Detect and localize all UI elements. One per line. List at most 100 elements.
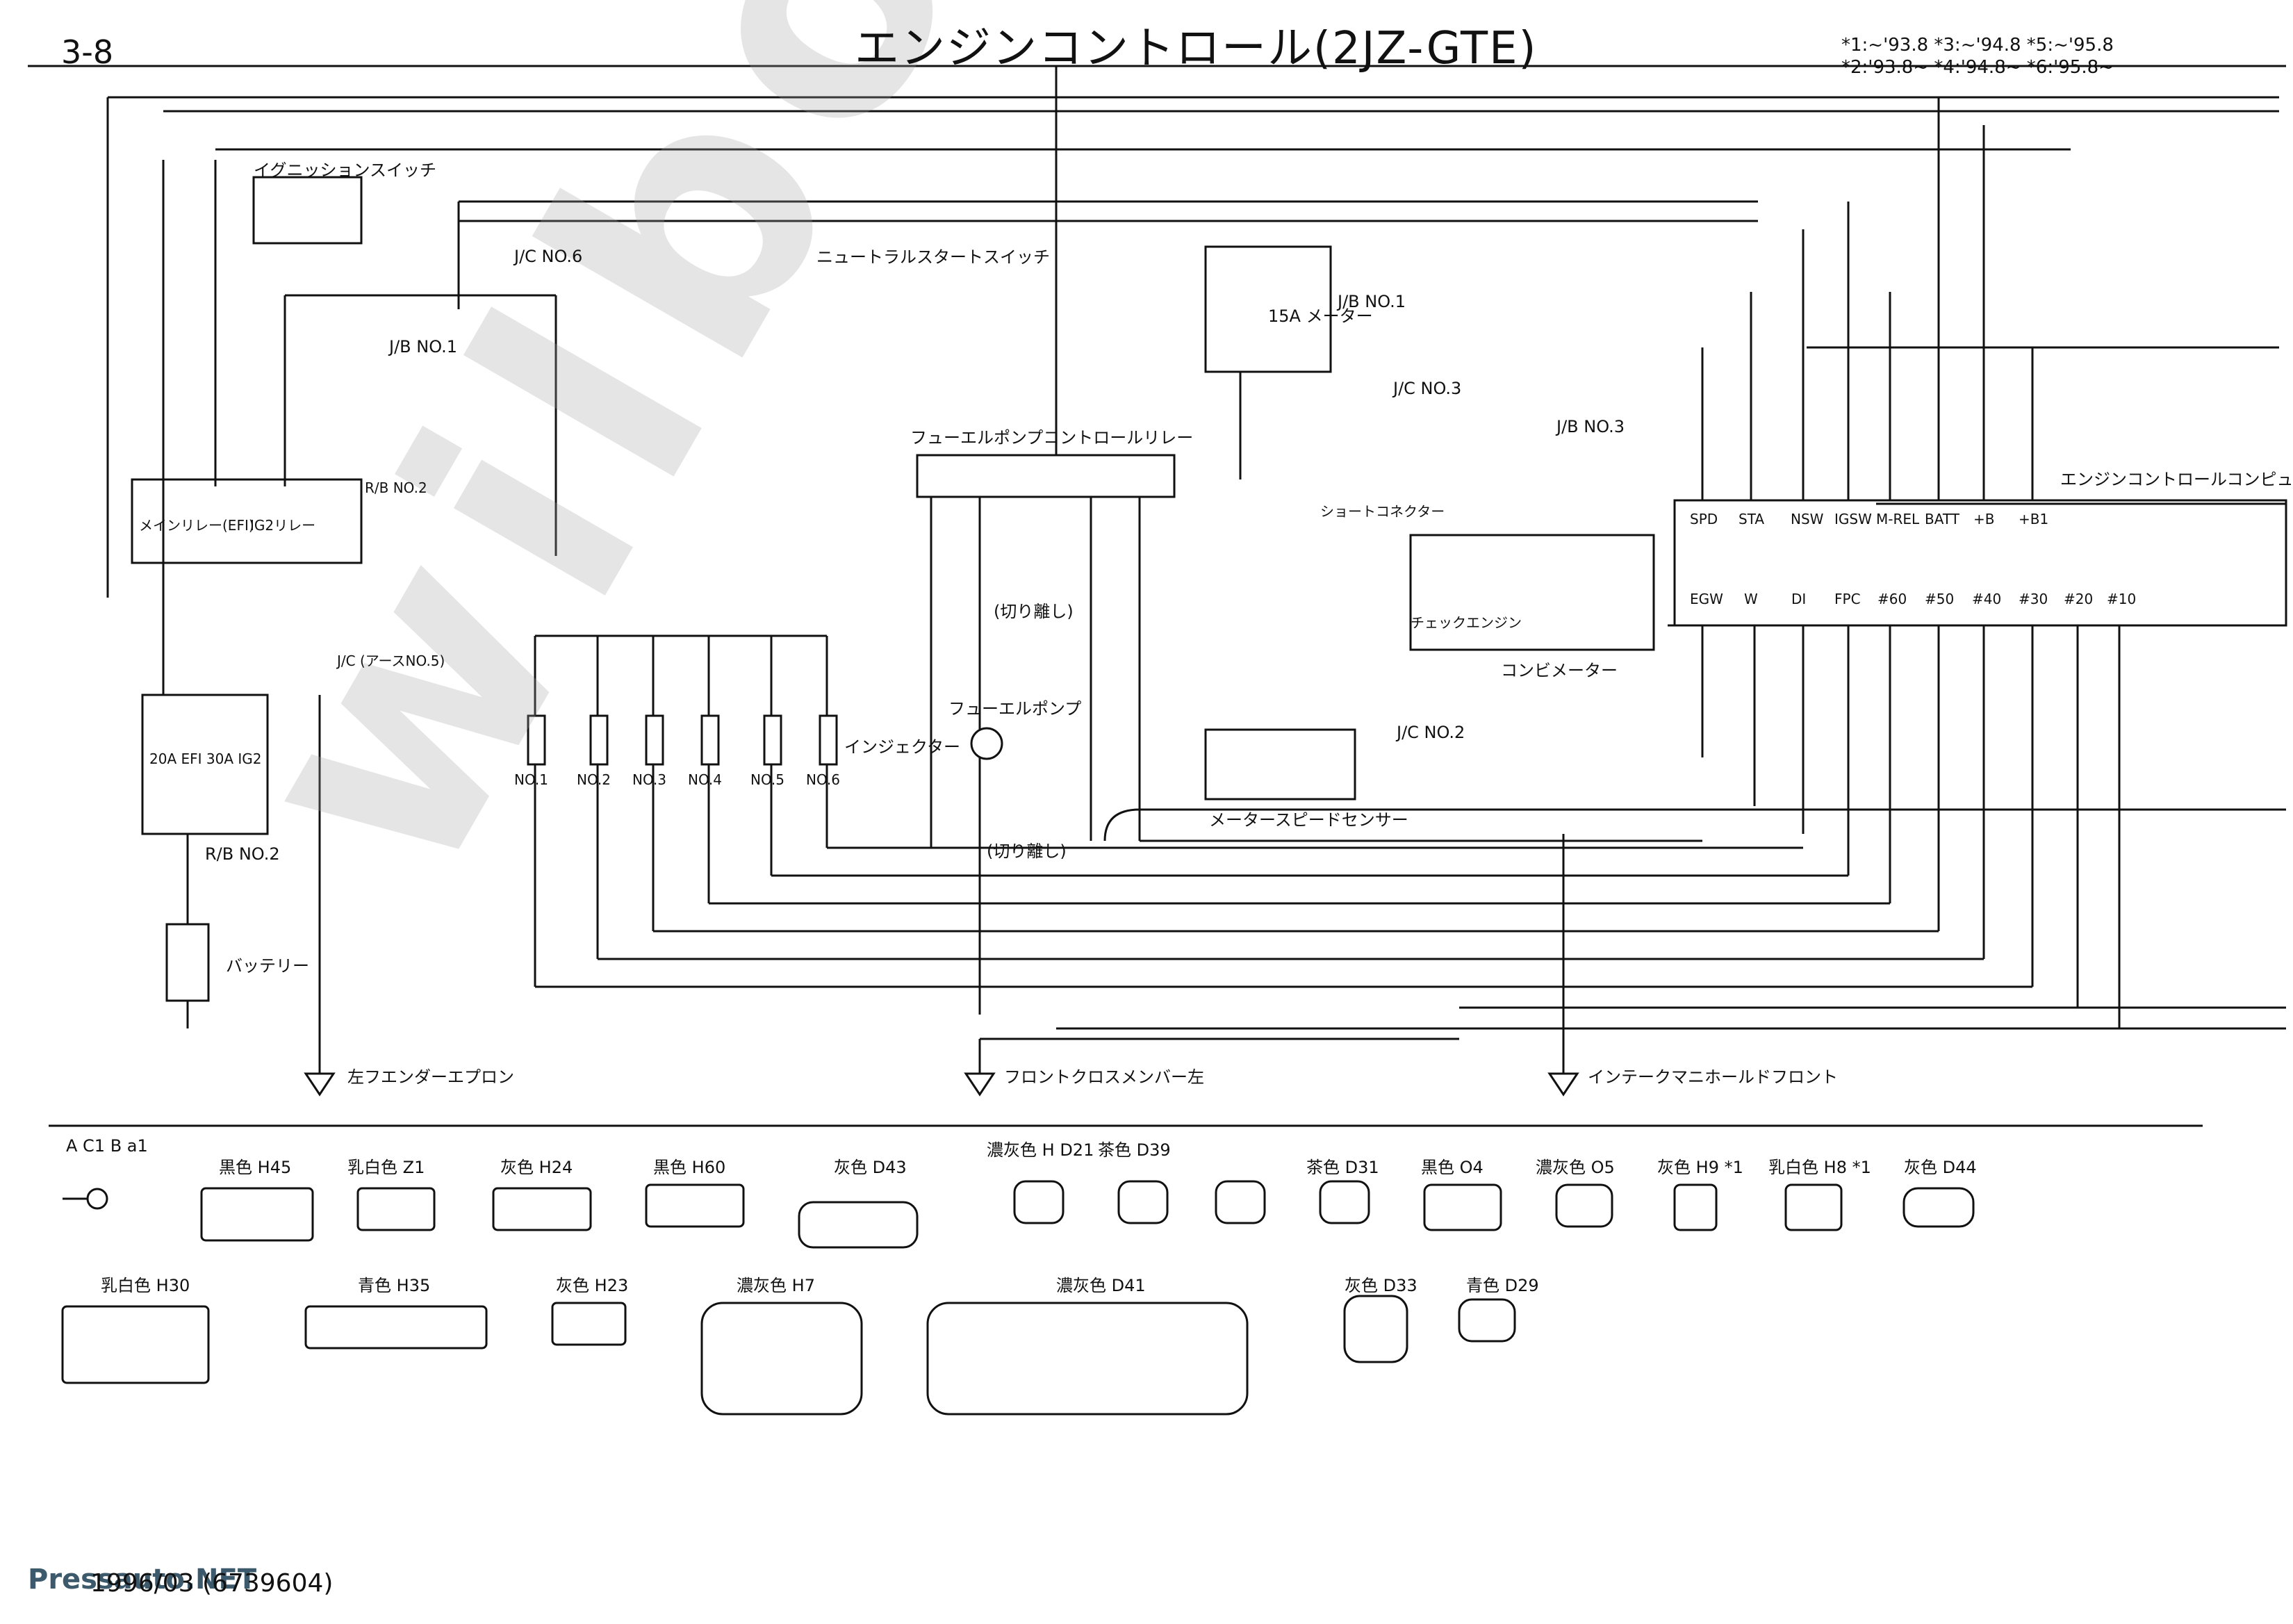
conn-h45: 黒色 H45 (219, 1154, 291, 1178)
fuses-label: 20A EFI 30A IG2 (149, 751, 262, 767)
conn-d44: 灰色 D44 (1904, 1154, 1977, 1178)
conn-color: 黒色 (1421, 1158, 1454, 1177)
ecu-pin-spd: SPD (1690, 511, 1718, 527)
combination-meter-label: コンビメーター (1501, 661, 1618, 680)
ground-legend: A C1 B a1 (66, 1136, 148, 1156)
ecu-pin-20: #20 (2064, 591, 2094, 607)
jc-ground-label: J/C (アースNO.5) (337, 653, 445, 669)
injector-no4: NO.4 (688, 771, 722, 788)
conn-color: 青色 (1466, 1276, 1499, 1295)
ignition-switch-label: イグニッションスイッチ (254, 161, 437, 180)
conn-h30: 乳白色 H30 (101, 1272, 190, 1296)
cut-label-2: (切り離し) (987, 842, 1067, 861)
ground-aa-label: 左フエンダーエプロン (347, 1067, 514, 1087)
conn-h60: 黒色 H60 (653, 1154, 725, 1178)
fuel-pump-relay-label: フューエルポンプコントロールリレー (910, 428, 1194, 448)
conn-d31: 茶色 D31 (1306, 1154, 1379, 1178)
conn-id: H24 (539, 1158, 573, 1177)
conn-d29: 青色 D29 (1466, 1272, 1539, 1296)
conn-d21: 濃灰色 H D21 (987, 1136, 1094, 1160)
conn-o4: 黒色 O4 (1421, 1154, 1484, 1178)
conn-color: 濃灰色 (737, 1276, 787, 1295)
conn-color: 灰色 (556, 1276, 589, 1295)
injector-no5: NO.5 (750, 771, 784, 788)
conn-d41: 濃灰色 D41 (1056, 1272, 1146, 1296)
ecu-pin-60: #60 (1877, 591, 1907, 607)
conn-color: 茶色 (1098, 1140, 1131, 1160)
conn-color: 黒色 (653, 1158, 687, 1177)
footer-code: 1996/03 (6739604) (90, 1569, 334, 1598)
conn-id: H8 *1 (1823, 1158, 1871, 1177)
ecu-pin-40: #40 (1972, 591, 2002, 607)
conn-color: 灰色 (834, 1158, 867, 1177)
conn-id: D44 (1942, 1158, 1977, 1177)
speed-sensor-label: メータースピードセンサー (1209, 810, 1408, 830)
conn-id: Z1 (402, 1158, 425, 1177)
ecu-pin-30: #30 (2019, 591, 2048, 607)
conn-d43: 灰色 D43 (834, 1154, 907, 1178)
ecu-label: エンジンコントロールコンピューター (2060, 470, 2293, 489)
jb-no3-label: J/B NO.3 (1556, 417, 1625, 436)
conn-color: 乳白色 (101, 1276, 151, 1295)
footer-source: Pressauto.NET (28, 1564, 257, 1596)
conn-z1: 乳白色 Z1 (347, 1154, 425, 1178)
injector-label: インジェクター (844, 737, 961, 757)
conn-d33: 灰色 D33 (1345, 1272, 1417, 1296)
jc-no3-label: J/C NO.3 (1393, 379, 1462, 398)
conn-color: 濃灰色 (1056, 1276, 1106, 1295)
conn-id: H23 (594, 1276, 629, 1295)
conn-id: D41 (1111, 1276, 1146, 1295)
jc-no2-label: J/C NO.2 (1397, 723, 1465, 742)
jb-no1-meter-label: J/B NO.1 (1338, 292, 1406, 311)
battery-label: バッテリー (226, 956, 309, 976)
ecu-pin-b: +B (1973, 511, 1995, 527)
ecu-pin-igsw: IGSW (1834, 511, 1872, 527)
conn-color: 茶色 (1306, 1158, 1340, 1177)
conn-d39: 茶色 D39 (1098, 1136, 1171, 1160)
conn-color: 灰色 (1904, 1158, 1937, 1177)
ecu-pin-50: #50 (1925, 591, 1955, 607)
conn-id: D31 (1345, 1158, 1379, 1177)
conn-id: H35 (396, 1276, 431, 1295)
jc-no6-label: J/C NO.6 (514, 247, 583, 266)
ecu-pin-10: #10 (2107, 591, 2137, 607)
conn-id: H9 *1 (1695, 1158, 1743, 1177)
conn-id: H30 (156, 1276, 190, 1295)
short-connector-label: ショートコネクター (1320, 503, 1445, 520)
fuel-pump-label: フューエルポンプ (948, 699, 1082, 719)
ground-dm-label: インテークマニホールドフロント (1588, 1067, 1838, 1087)
page-title: エンジンコントロール(2JZ-GTE) (855, 23, 1538, 74)
ecu-pin-batt: BATT (1925, 511, 1959, 527)
conn-id: H D21 (1042, 1140, 1094, 1160)
conn-id: D33 (1383, 1276, 1417, 1295)
ecu-pin-mrel: M-REL (1876, 511, 1920, 527)
notes-line-1: *1:~'93.8 *3:~'94.8 *5:~'95.8 (1841, 35, 2114, 56)
conn-h24: 灰色 H24 (500, 1154, 573, 1178)
ground-ok-label: フロントクロスメンバー左 (1004, 1067, 1204, 1087)
injector-no2: NO.2 (577, 771, 611, 788)
conn-color: 乳白色 (347, 1158, 397, 1177)
page-number: 3-8 (61, 33, 114, 71)
conn-h8: 乳白色 H8 *1 (1768, 1154, 1871, 1178)
conn-h9: 灰色 H9 *1 (1657, 1154, 1743, 1178)
ecu-pin-egw: EGW (1690, 591, 1723, 607)
conn-color: 灰色 (500, 1158, 534, 1177)
injector-no6: NO.6 (806, 771, 840, 788)
ecu-pin-fpc: FPC (1834, 591, 1861, 607)
conn-color: 乳白色 (1768, 1158, 1818, 1177)
rb-no2-bottom-label: R/B NO.2 (205, 844, 280, 864)
ecu-pin-w: W (1744, 591, 1758, 607)
notes-line-2: *2:'93.8~ *4:'94.8~ *6:'95.8~ (1841, 57, 2114, 78)
ecu-pin-sta: STA (1739, 511, 1765, 527)
ig2-relay-label: IG2リレー (250, 517, 316, 534)
rb-no2-label: R/B NO.2 (365, 479, 427, 496)
conn-id: O5 (1591, 1158, 1615, 1177)
conn-id: D29 (1504, 1276, 1539, 1295)
conn-id: H7 (791, 1276, 815, 1295)
conn-id: D43 (872, 1158, 907, 1177)
conn-id: O4 (1459, 1158, 1484, 1177)
jb-no1-label: J/B NO.1 (389, 337, 458, 356)
efi-relay-label: メインリレー(EFI) (139, 517, 254, 534)
